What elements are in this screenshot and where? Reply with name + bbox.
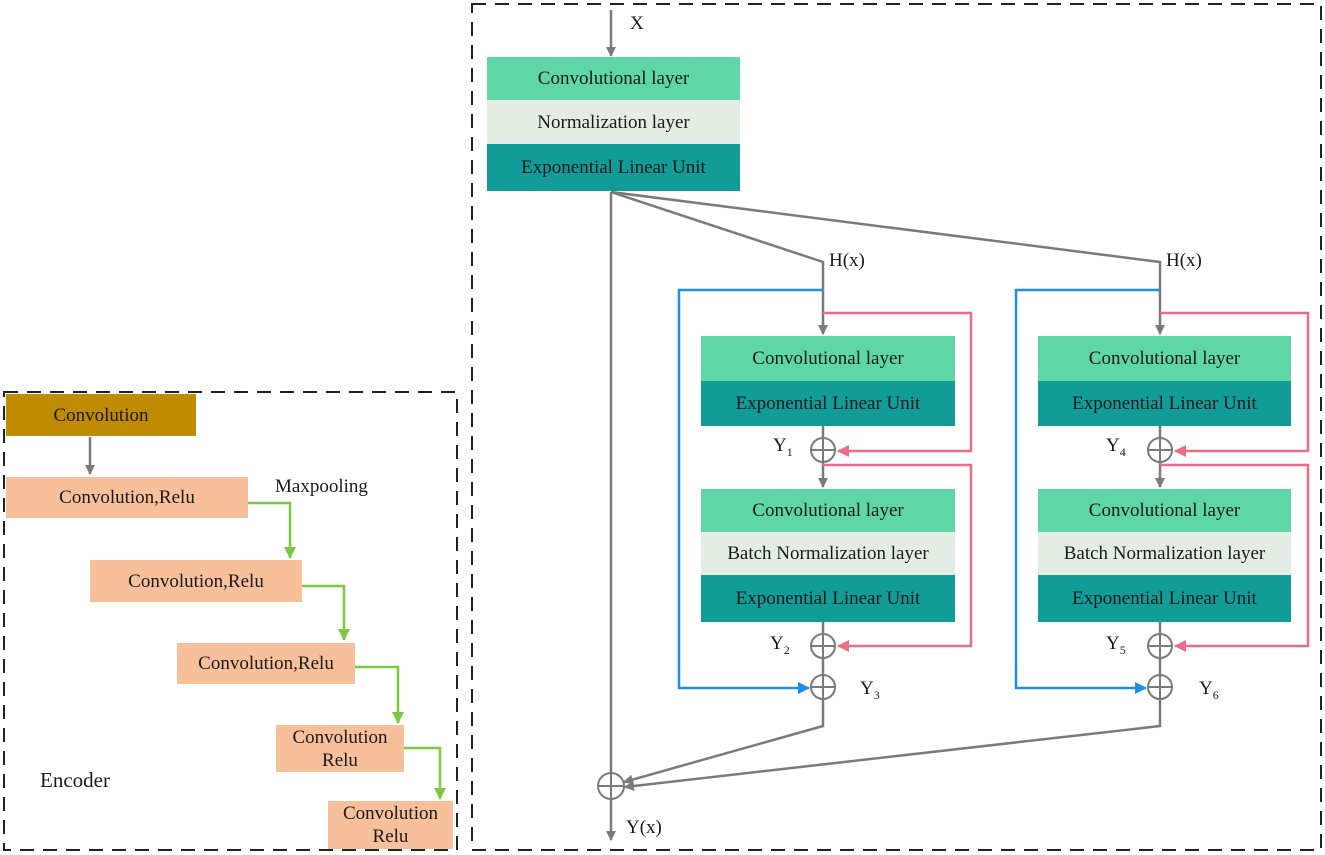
branch-2-block2-elu: Exponential Linear Unit bbox=[1038, 575, 1291, 622]
label-y1: Y1 bbox=[773, 435, 793, 459]
branch-1-block1-elu: Exponential Linear Unit bbox=[701, 381, 955, 426]
label-y2: Y2 bbox=[770, 633, 790, 657]
branch-2-block1-elu: Exponential Linear Unit bbox=[1038, 381, 1291, 426]
branch-2-block1-conv: Convolutional layer bbox=[1038, 336, 1291, 381]
label-y5: Y5 bbox=[1106, 633, 1126, 657]
sum-node-y3 bbox=[810, 674, 836, 700]
maxpooling-label: Maxpooling bbox=[275, 476, 368, 497]
skip-connections bbox=[677, 288, 1160, 694]
main-flow-arrows bbox=[606, 10, 1165, 841]
sum-node-y5 bbox=[1147, 633, 1173, 659]
encoder-title: Encoder bbox=[40, 768, 110, 792]
branch-2-block2-conv: Convolutional layer bbox=[1038, 489, 1291, 532]
branch-2-hx-label: H(x) bbox=[1166, 250, 1202, 271]
stem-conv-layer: Convolutional layer bbox=[487, 57, 740, 100]
branch-1-block2-bn: Batch Normalization layer bbox=[701, 532, 955, 575]
encoder-block-4: Convolution Relu bbox=[276, 725, 404, 772]
sum-node-y6 bbox=[1147, 674, 1173, 700]
encoder-block-5: Convolution Relu bbox=[328, 801, 453, 849]
residual-connections bbox=[823, 311, 1310, 652]
sum-nodes bbox=[597, 437, 1173, 800]
sum-node-y4 bbox=[1147, 437, 1173, 463]
sum-node-output bbox=[597, 772, 625, 800]
encoder-frame bbox=[3, 391, 458, 851]
sum-node-y2 bbox=[810, 633, 836, 659]
encoder-block-1: Convolution,Relu bbox=[6, 477, 248, 518]
label-y3: Y3 bbox=[860, 678, 880, 702]
encoder-block-2: Convolution,Relu bbox=[90, 560, 302, 602]
input-label-x: X bbox=[630, 13, 644, 34]
encoder-arrows bbox=[85, 437, 446, 800]
sum-node-y1 bbox=[810, 437, 836, 463]
branch-1-block2-conv: Convolutional layer bbox=[701, 489, 955, 532]
encoder-block-3: Convolution,Relu bbox=[177, 643, 355, 684]
branch-1-block1-conv: Convolutional layer bbox=[701, 336, 955, 381]
label-y4: Y4 bbox=[1106, 435, 1126, 459]
branch-1-block2-elu: Exponential Linear Unit bbox=[701, 575, 955, 622]
encoder-first-block: Convolution bbox=[6, 394, 196, 436]
branch-2-block2-bn: Batch Normalization layer bbox=[1038, 532, 1291, 575]
label-y6: Y6 bbox=[1199, 678, 1219, 702]
stem-norm-layer: Normalization layer bbox=[487, 100, 740, 144]
main-frame bbox=[471, 3, 1322, 851]
branch-1-hx-label: H(x) bbox=[829, 250, 865, 271]
stem-elu-layer: Exponential Linear Unit bbox=[487, 144, 740, 191]
output-label-yx: Y(x) bbox=[626, 817, 662, 838]
